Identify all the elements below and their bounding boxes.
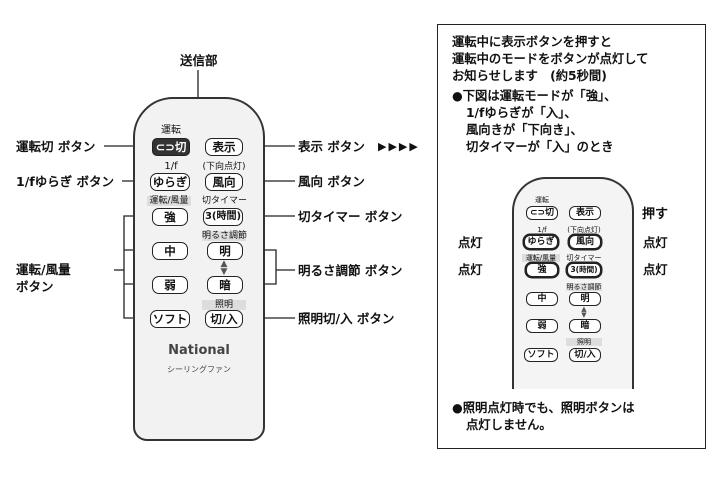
label-shoumei: 照明: [202, 300, 246, 310]
label-hyouji-top: (下向点灯): [202, 162, 246, 172]
label-unten: 運転: [161, 125, 181, 136]
dark-button[interactable]: 暗: [207, 276, 243, 294]
label-kiri-timer: 切タイマー: [202, 196, 248, 206]
small-strong-button[interactable]: 強: [526, 263, 558, 277]
callout-off-button: 運転切 ボタン: [16, 139, 96, 154]
small-medium-button[interactable]: 中: [526, 292, 558, 306]
panel-bullet1-3: 風向きが「下向き」、: [466, 123, 583, 137]
small-label-akarusa: 明るさ調節: [566, 283, 602, 291]
arrow-markers: ▶▶▶▶: [378, 140, 420, 153]
callout-fan-button-line2: ボタン: [16, 279, 54, 294]
panel-intro-3: お知らせします (約5秒間): [452, 69, 607, 83]
small-label-unten: 運転: [535, 196, 549, 204]
panel-bullet1-1: ●下図は運転モードが「強」、: [452, 89, 617, 103]
panel-note-2: 点灯しません。: [466, 418, 552, 432]
label-akarusa: 明るさ調節: [202, 231, 248, 241]
direction-button[interactable]: 風向: [205, 173, 243, 191]
soft-button[interactable]: ソフト: [150, 310, 190, 328]
small-updown-arrow-icon: ▲▼: [581, 305, 587, 319]
callout-brightness-button: 明るさ調節 ボタン: [298, 263, 403, 278]
small-label-kiri-timer: 切タイマー: [566, 254, 602, 262]
small-label-hyouji-top: (下向点灯): [567, 226, 601, 234]
lit-label-right-2: 点灯: [643, 263, 668, 277]
small-off-button[interactable]: ⊂⊃切: [526, 206, 558, 220]
model-name: シーリングファン: [167, 365, 231, 374]
lit-label-right-1: 点灯: [643, 236, 668, 250]
strong-button[interactable]: 強: [152, 208, 188, 226]
lit-label-left-1: 点灯: [458, 236, 483, 250]
light-button[interactable]: 切/入: [205, 310, 243, 328]
bright-button[interactable]: 明: [207, 242, 243, 260]
weak-button[interactable]: 弱: [152, 276, 188, 294]
push-label: 押す: [642, 207, 669, 222]
panel-note-1: ●照明点灯時でも、照明ボタンは: [452, 401, 635, 415]
yuragi-button[interactable]: ゆらぎ: [150, 173, 190, 191]
small-direction-button[interactable]: 風向: [569, 235, 601, 249]
small-soft-button[interactable]: ソフト: [524, 348, 558, 362]
timer-button[interactable]: 3(時間): [203, 208, 243, 226]
small-timer-button[interactable]: 3(時間): [567, 263, 601, 277]
panel-bullet1-4: 切タイマーが「入」のとき: [466, 140, 614, 154]
panel-intro-2: 運転中のモードをボタンが点灯して: [452, 52, 649, 66]
small-dark-button[interactable]: 暗: [569, 319, 601, 333]
small-display-button[interactable]: 表示: [569, 206, 601, 220]
label-one-f: 1/f: [164, 161, 178, 172]
callout-timer-button: 切タイマー ボタン: [298, 209, 403, 224]
off-button[interactable]: ⊂⊃切: [152, 138, 190, 156]
lit-label-left-2: 点灯: [458, 263, 483, 277]
small-light-button[interactable]: 切/入: [569, 348, 601, 362]
brand-logo: National: [168, 343, 230, 358]
display-button[interactable]: 表示: [205, 138, 243, 156]
small-weak-button[interactable]: 弱: [526, 319, 558, 333]
small-label-one-f: 1/f: [537, 226, 547, 234]
callout-direction-button: 風向 ボタン: [298, 174, 365, 189]
small-label-shoumei: 照明: [566, 338, 602, 346]
callout-fan-button-line1: 運転/風量: [16, 262, 71, 277]
callout-display-button: 表示 ボタン: [298, 139, 365, 154]
panel-intro-1: 運転中に表示ボタンを押すと: [452, 35, 612, 49]
small-yuragi-button[interactable]: ゆらぎ: [524, 235, 558, 249]
label-unten-fuuryou: 運転/風量: [147, 196, 191, 206]
updown-arrow-icon: ▲▼: [220, 259, 228, 277]
small-bright-button[interactable]: 明: [569, 292, 601, 306]
callout-yuragi-button: 1/fゆらぎ ボタン: [16, 174, 115, 189]
panel-bullet1-2: 1/fゆらぎが「入」、: [466, 106, 577, 120]
medium-button[interactable]: 中: [152, 242, 188, 260]
transmitter-label: 送信部: [180, 53, 218, 68]
small-label-unten-fuuryou: 運転/風量: [522, 254, 560, 262]
callout-light-button: 照明切/入 ボタン: [298, 311, 395, 326]
